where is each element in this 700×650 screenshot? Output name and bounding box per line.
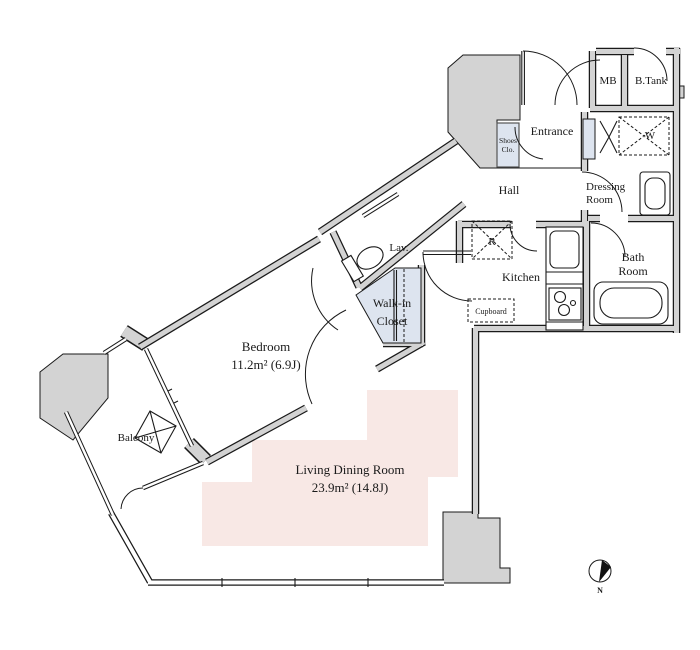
entrance-label: Entrance	[531, 124, 574, 138]
bedroom-label: Bedroom	[242, 339, 290, 354]
structure-masses	[39, 54, 685, 584]
ac-unit-icon	[134, 410, 177, 454]
wic-label-2: Closet	[377, 314, 408, 328]
entrance-zone	[496, 51, 582, 169]
shaft-top-left	[447, 54, 521, 169]
bath-door-arc	[590, 222, 626, 258]
dressing-label-2: Room	[586, 194, 613, 206]
bath-label-1: Bath	[622, 250, 645, 264]
bath-label-2: Room	[618, 264, 648, 278]
ldk-label: Living Dining Room	[295, 462, 404, 477]
wic-label-1: Walk-in	[373, 296, 411, 310]
door-arcs	[120, 47, 668, 510]
kitchen-label: Kitchen	[502, 270, 540, 284]
balcony-label: Balcony	[118, 432, 155, 444]
cabinet-box	[582, 118, 596, 160]
dressing-door-arc	[581, 171, 623, 213]
refrigerator-label: R	[488, 236, 496, 248]
shoes-closet-label-2: Clo.	[502, 145, 515, 154]
dressing-zone	[582, 116, 671, 216]
ldk-area-label: 23.9m² (14.8J)	[312, 480, 388, 495]
kitchen-sink-icon	[549, 230, 580, 269]
compass-north-label: N	[597, 586, 603, 595]
cupboard-label: Cupboard	[475, 307, 507, 316]
washer-label: W	[645, 130, 656, 142]
ldk-floor-area	[202, 390, 458, 546]
walk-in-closet	[355, 267, 422, 344]
shoes-closet-box	[496, 122, 520, 168]
main-entrance-door-arc-2	[554, 59, 601, 106]
washbasin-icon	[639, 171, 671, 216]
cupboard-icon	[467, 298, 515, 323]
btank-door-arc	[633, 47, 668, 82]
folding-door-icon	[599, 120, 618, 154]
pillar-bottom-right	[442, 511, 511, 584]
refrigerator-icon	[471, 220, 513, 260]
entrance-door-leaf	[521, 51, 525, 105]
bedroom-area-label: 11.2m² (6.9J)	[231, 357, 301, 372]
bedroom-ldk-door-arc	[304, 309, 347, 405]
kitchen-door-arc	[509, 223, 538, 252]
main-entrance-door-arc	[522, 50, 578, 106]
bathtub-icon	[593, 281, 669, 325]
btank-label: B.Tank	[635, 75, 667, 87]
shoes-closet-label-1: Shoes	[499, 136, 517, 145]
corridor-door-leaf	[423, 250, 471, 256]
compass-icon: N	[588, 559, 612, 595]
washer-space-icon	[618, 116, 670, 156]
room-labels: Bedroom 11.2m² (6.9J) Living Dining Room…	[118, 75, 668, 495]
mb-label: MB	[599, 75, 616, 87]
kitchen-zone	[467, 220, 584, 331]
lavatory-label: Lav.	[389, 242, 408, 254]
corridor-door-arc	[422, 251, 473, 302]
hall-label: Hall	[499, 183, 520, 197]
windows	[63, 192, 444, 587]
entrance-inner-door-arc	[514, 126, 544, 160]
mass-left	[39, 353, 109, 441]
balcony-door-arc	[120, 487, 144, 510]
bedroom-door-arc	[311, 267, 339, 331]
window-mullions	[167, 388, 369, 587]
dressing-label-1: Dressing	[586, 181, 626, 193]
stove-icon	[548, 287, 582, 321]
toilet-icon	[340, 246, 384, 283]
